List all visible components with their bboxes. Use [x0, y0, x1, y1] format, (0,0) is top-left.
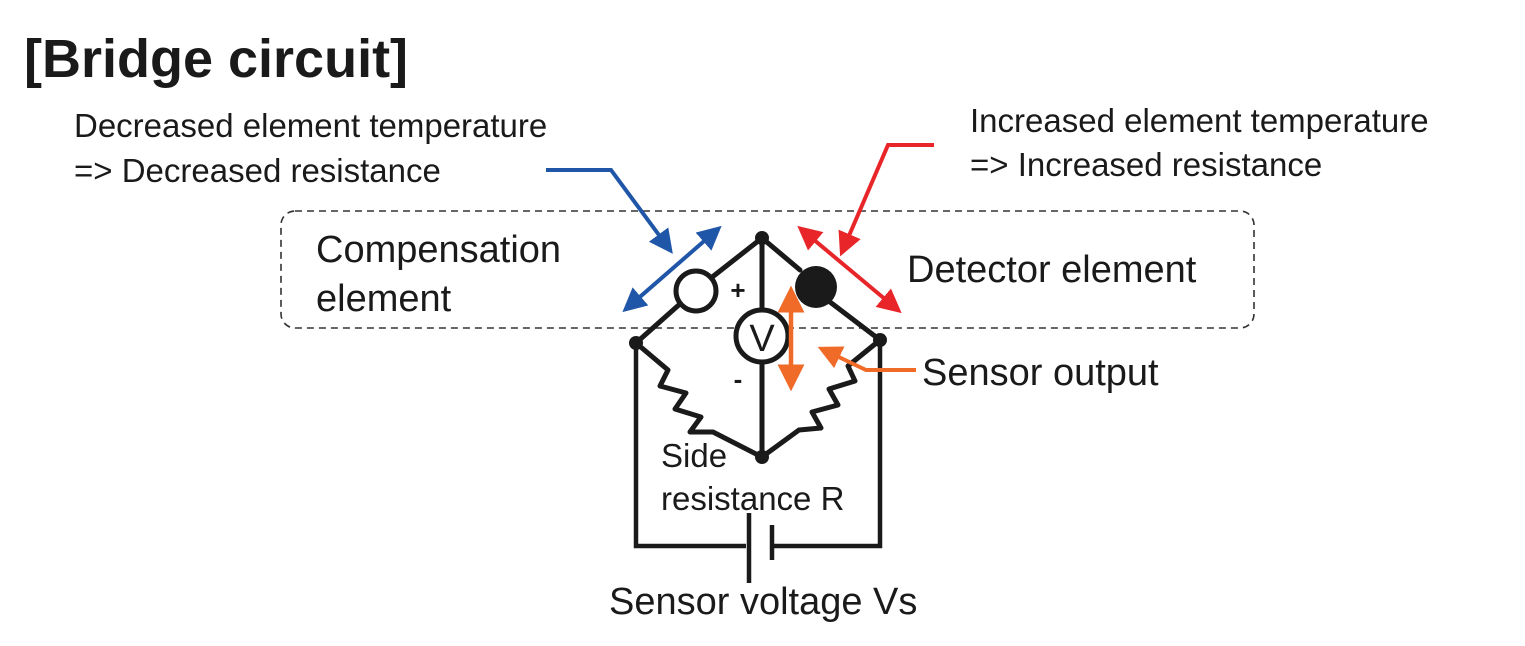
compensation-label-line1: Compensation: [316, 229, 561, 271]
increase-note-line1: Increased element temperature: [970, 102, 1429, 139]
voltmeter-plus: +: [730, 275, 745, 305]
page-title: [Bridge circuit]: [24, 29, 408, 89]
sensor-voltage-label: Sensor voltage Vs: [609, 581, 917, 623]
sensor-output-label: Sensor output: [922, 352, 1159, 394]
decrease-note-line2: => Decreased resistance: [74, 152, 441, 189]
detector-element-icon: [795, 266, 837, 308]
voltmeter-minus: -: [734, 364, 743, 394]
compensation-label-line2: element: [316, 278, 452, 320]
side-resistance-label-line1: Side: [661, 437, 727, 474]
top-node: [755, 231, 769, 245]
left-node: [629, 336, 643, 350]
detector-label: Detector element: [907, 249, 1197, 291]
decrease-note-line1: Decreased element temperature: [74, 107, 547, 144]
compensation-element-icon: [673, 268, 719, 314]
side-resistance-label-line2: resistance R: [661, 480, 844, 517]
sensor-output-arrows: [777, 285, 916, 392]
bottom-node: [755, 450, 769, 464]
voltmeter-symbol: V: [749, 318, 775, 360]
voltmeter-icon: V: [733, 307, 791, 365]
battery-symbol: [746, 513, 775, 583]
decrease-arrows: [546, 168, 722, 313]
increase-note-line2: => Increased resistance: [970, 146, 1322, 183]
right-node: [873, 333, 887, 347]
increase-arrows: [797, 143, 934, 314]
